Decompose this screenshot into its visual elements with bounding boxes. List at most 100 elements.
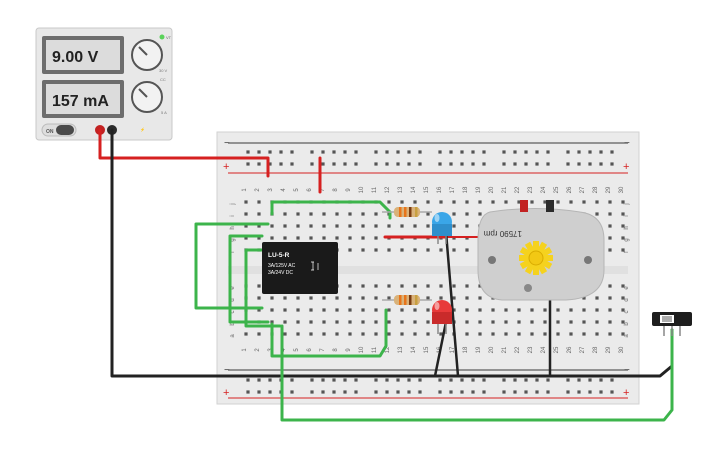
power-supply[interactable]: 9.00 V 157 mA VT 30 V CC 5 A ON ⚡ (35, 27, 173, 141)
rail-hole[interactable] (257, 378, 261, 382)
rail-hole[interactable] (482, 390, 486, 394)
relay[interactable]: LU-5-R 3A/125V AC 3A/24V DC (262, 242, 338, 294)
breadboard-hole[interactable] (478, 212, 482, 216)
breadboard-hole[interactable] (296, 308, 300, 312)
breadboard-hole[interactable] (439, 200, 443, 204)
breadboard-hole[interactable] (361, 308, 365, 312)
rail-hole[interactable] (354, 150, 358, 154)
rail-hole[interactable] (577, 390, 581, 394)
breadboard-hole[interactable] (283, 296, 287, 300)
rail-hole[interactable] (354, 378, 358, 382)
breadboard-hole[interactable] (556, 308, 560, 312)
breadboard-hole[interactable] (426, 320, 430, 324)
rail-hole[interactable] (290, 378, 294, 382)
breadboard-hole[interactable] (426, 296, 430, 300)
breadboard-hole[interactable] (322, 332, 326, 336)
breadboard-hole[interactable] (426, 308, 430, 312)
breadboard-hole[interactable] (452, 308, 456, 312)
breadboard-hole[interactable] (257, 224, 261, 228)
rail-hole[interactable] (268, 150, 272, 154)
breadboard-hole[interactable] (335, 320, 339, 324)
rail-hole[interactable] (257, 162, 261, 166)
rail-hole[interactable] (407, 390, 411, 394)
motor-terminal-negative[interactable] (546, 200, 554, 212)
rail-hole[interactable] (268, 378, 272, 382)
rail-hole[interactable] (354, 390, 358, 394)
breadboard-hole[interactable] (452, 224, 456, 228)
breadboard-hole[interactable] (530, 200, 534, 204)
breadboard-hole[interactable] (270, 296, 274, 300)
breadboard-hole[interactable] (452, 296, 456, 300)
wire-green-relay-loop-mid[interactable] (228, 234, 270, 324)
breadboard-hole[interactable] (621, 248, 625, 252)
breadboard-hole[interactable] (413, 284, 417, 288)
breadboard-hole[interactable] (361, 296, 365, 300)
breadboard-hole[interactable] (569, 332, 573, 336)
rail-hole[interactable] (332, 150, 336, 154)
breadboard-hole[interactable] (283, 308, 287, 312)
rail-hole[interactable] (535, 390, 539, 394)
breadboard-hole[interactable] (426, 284, 430, 288)
rail-hole[interactable] (279, 162, 283, 166)
rail-hole[interactable] (374, 162, 378, 166)
breadboard-hole[interactable] (270, 224, 274, 228)
rail-hole[interactable] (599, 150, 603, 154)
breadboard-hole[interactable] (387, 284, 391, 288)
breadboard-hole[interactable] (400, 284, 404, 288)
breadboard-hole[interactable] (543, 308, 547, 312)
rail-hole[interactable] (502, 378, 506, 382)
led-blue[interactable] (432, 212, 452, 244)
breadboard-hole[interactable] (426, 212, 430, 216)
wire-black-blue-led[interactable] (444, 230, 460, 378)
rail-hole[interactable] (438, 150, 442, 154)
resistor-bottom[interactable] (382, 295, 432, 305)
rail-hole[interactable] (471, 390, 475, 394)
led-red[interactable] (432, 300, 452, 334)
breadboard-hole[interactable] (465, 248, 469, 252)
breadboard-hole[interactable] (322, 296, 326, 300)
rail-hole[interactable] (524, 378, 528, 382)
breadboard-hole[interactable] (413, 248, 417, 252)
breadboard-hole[interactable] (452, 212, 456, 216)
rail-hole[interactable] (588, 150, 592, 154)
breadboard-hole[interactable] (543, 200, 547, 204)
rail-hole[interactable] (460, 162, 464, 166)
rail-hole[interactable] (374, 378, 378, 382)
breadboard-hole[interactable] (621, 320, 625, 324)
breadboard-hole[interactable] (374, 248, 378, 252)
rail-hole[interactable] (374, 150, 378, 154)
breadboard-hole[interactable] (335, 296, 339, 300)
wire-black-red-led[interactable] (433, 320, 448, 378)
breadboard-hole[interactable] (257, 200, 261, 204)
breadboard-hole[interactable] (465, 224, 469, 228)
rail-hole[interactable] (418, 378, 422, 382)
rail-hole[interactable] (610, 378, 614, 382)
rail-hole[interactable] (610, 150, 614, 154)
breadboard-hole[interactable] (608, 332, 612, 336)
breadboard-hole[interactable] (530, 332, 534, 336)
breadboard-hole[interactable] (348, 236, 352, 240)
breadboard-hole[interactable] (296, 224, 300, 228)
rail-hole[interactable] (524, 162, 528, 166)
breadboard-hole[interactable] (309, 332, 313, 336)
breadboard-hole[interactable] (413, 320, 417, 324)
breadboard-hole[interactable] (296, 296, 300, 300)
rail-hole[interactable] (321, 378, 325, 382)
rail-hole[interactable] (407, 378, 411, 382)
breadboard-hole[interactable] (582, 332, 586, 336)
rail-hole[interactable] (460, 390, 464, 394)
rail-hole[interactable] (332, 390, 336, 394)
breadboard-hole[interactable] (257, 308, 261, 312)
breadboard-hole[interactable] (387, 224, 391, 228)
breadboard-hole[interactable] (530, 308, 534, 312)
breadboard-hole[interactable] (569, 308, 573, 312)
breadboard-hole[interactable] (465, 296, 469, 300)
rail-hole[interactable] (535, 162, 539, 166)
rail-hole[interactable] (546, 150, 550, 154)
breadboard-hole[interactable] (595, 212, 599, 216)
rail-hole[interactable] (599, 390, 603, 394)
breadboard-hole[interactable] (322, 224, 326, 228)
breadboard-hole[interactable] (283, 236, 287, 240)
rail-hole[interactable] (290, 390, 294, 394)
breadboard-hole[interactable] (595, 332, 599, 336)
